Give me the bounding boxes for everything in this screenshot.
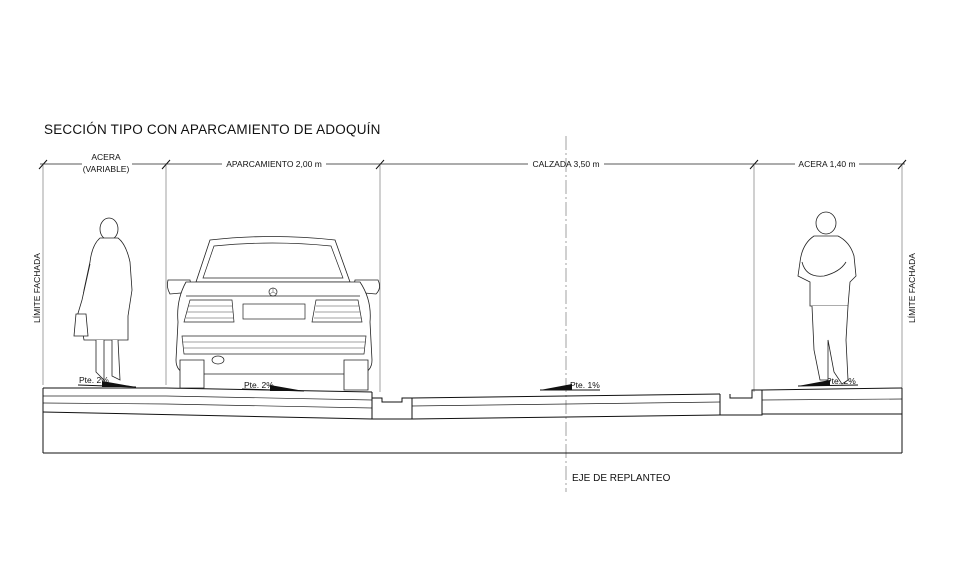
dim-acera-left-label: ACERA <box>91 152 121 162</box>
dimension-line <box>38 159 907 392</box>
slope-label-calzada: Pte. 1% <box>570 380 600 390</box>
dim-acera-right-label: ACERA 1,40 m <box>798 159 855 169</box>
pavement-section <box>42 387 903 454</box>
pedestrian-right-illustration <box>797 211 857 385</box>
car-illustration <box>166 236 380 391</box>
slope-arrow-aparcamiento <box>241 385 305 392</box>
slope-arrow-acera-left <box>77 381 137 388</box>
dim-acera-left-variable: (VARIABLE) <box>83 164 130 174</box>
drawing-title: SECCIÓN TIPO CON APARCAMIENTO DE ADOQUÍN <box>44 122 381 137</box>
slope-arrow-calzada <box>540 384 600 391</box>
facade-limit-left: LÍMITE FACHADA <box>32 253 42 323</box>
dim-aparcamiento-label: APARCAMIENTO 2,00 m <box>226 159 322 169</box>
pedestrian-left-illustration <box>73 217 133 381</box>
slope-label-aparcamiento: Pte. 2% <box>244 380 274 390</box>
axis-label: EJE DE REPLANTEO <box>572 473 671 484</box>
slope-label-acera-left: Pte. 2% <box>79 375 109 385</box>
facade-limit-right: LÍMITE FACHADA <box>907 253 917 323</box>
slope-arrow-acera-right <box>797 380 859 387</box>
